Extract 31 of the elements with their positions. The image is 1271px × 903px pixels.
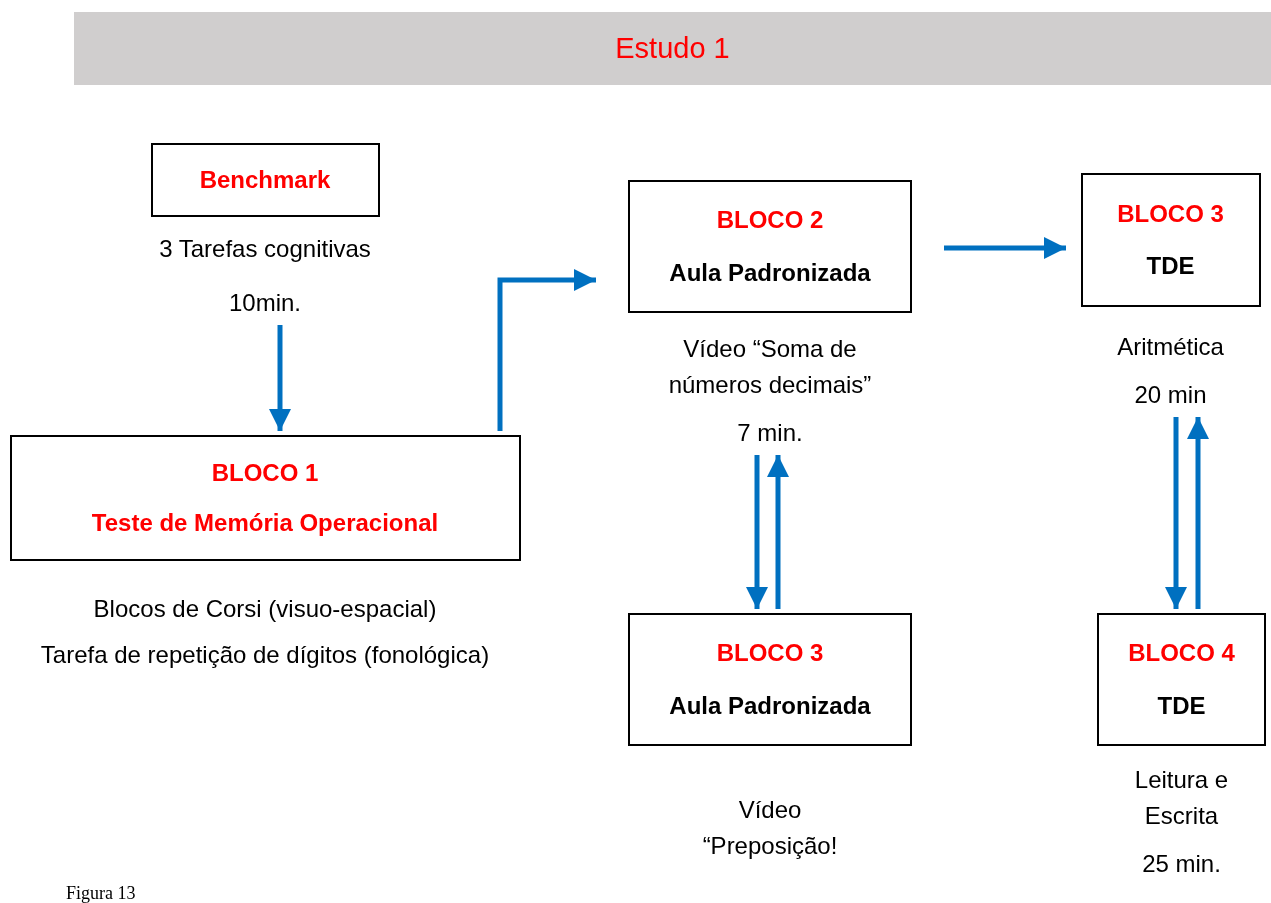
node-note: 10min. <box>228 288 301 318</box>
node-note: 3 Tarefas cognitivas <box>159 234 371 264</box>
arrow <box>1165 417 1187 609</box>
node-note: Aritmética <box>1117 332 1224 362</box>
arrow <box>746 455 768 609</box>
box-heading: Benchmark <box>199 166 331 194</box>
node-note: 7 min. <box>737 418 803 448</box>
arrow <box>767 455 789 609</box>
node-note: 20 min <box>1134 380 1207 410</box>
box-heading: BLOCO 1 <box>211 459 319 487</box>
node-note: Tarefa de repetição de dígitos (fonológica) <box>40 640 490 670</box>
arrow <box>269 325 291 431</box>
box-subtitle: Aula Padronizada <box>669 258 871 287</box>
box-heading: BLOCO 3 <box>1117 199 1224 228</box>
title: Estudo 1 <box>615 32 730 65</box>
box-heading: BLOCO 4 <box>1128 639 1235 668</box>
arrow <box>1187 417 1209 609</box>
node-note: Leitura e Escrita <box>1133 765 1230 831</box>
caption: Figura 13 <box>66 884 136 903</box>
arrow <box>944 237 1066 259</box>
node-note: Blocos de Corsi (visuo-espacial) <box>93 594 437 624</box>
box-heading: BLOCO 3 <box>716 639 824 668</box>
node-note: 25 min. <box>1142 849 1221 879</box>
box-heading: BLOCO 2 <box>716 206 824 235</box>
node-note: Vídeo “Soma de números decimais” <box>667 334 873 400</box>
box-subtitle: TDE <box>1157 691 1206 720</box>
box-subtitle: Teste de Memória Operacional <box>91 509 439 537</box>
node-note: Vídeo “Preposição! <box>701 795 839 861</box>
box-subtitle: TDE <box>1146 252 1195 281</box>
arrow <box>497 269 596 431</box>
box-subtitle: Aula Padronizada <box>669 691 871 720</box>
